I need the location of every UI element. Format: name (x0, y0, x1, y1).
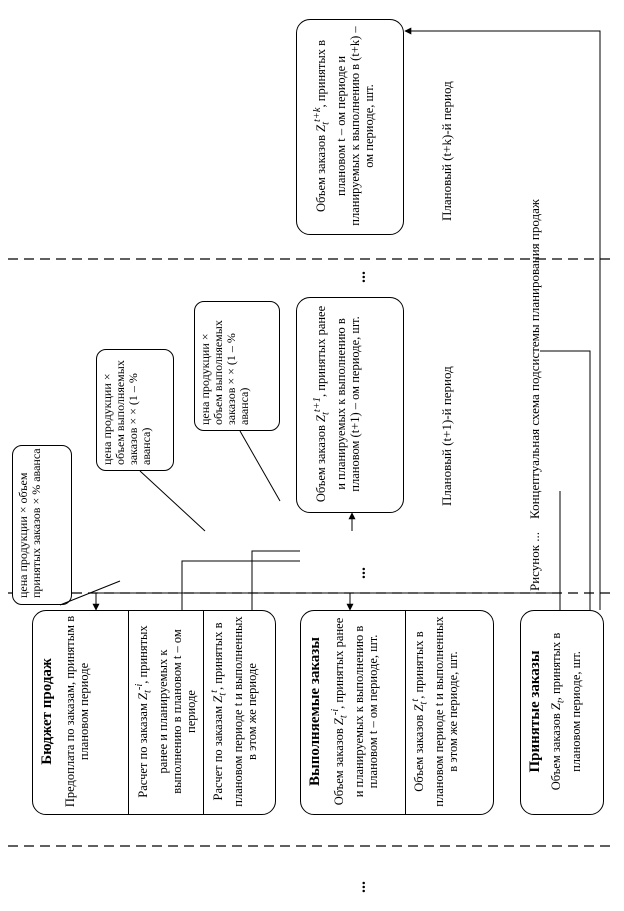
connector-settle-curr (251, 550, 300, 610)
connector-prepay (95, 592, 560, 610)
arrow-accepted-to-tk (404, 27, 601, 610)
connector-callout-settle-curr (239, 430, 281, 502)
connector-callout-settle-prev (139, 470, 206, 532)
arrow-accepted-to-future (540, 350, 591, 610)
connector-settle-prev (181, 560, 300, 610)
connector-callout-prepay (59, 580, 121, 606)
